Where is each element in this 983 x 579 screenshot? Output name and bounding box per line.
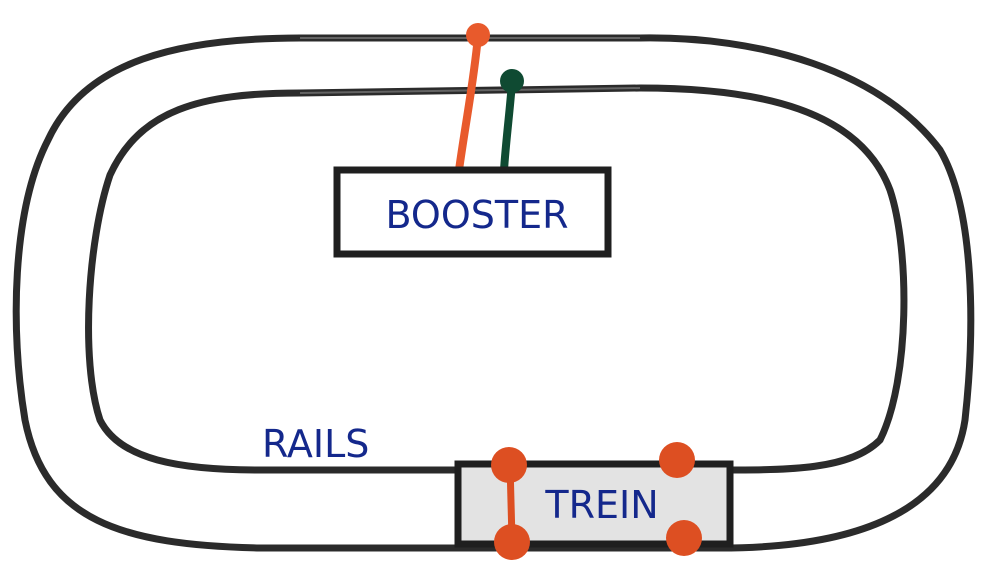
orange-wire bbox=[455, 32, 482, 174]
rails-label: RAILS bbox=[262, 422, 369, 466]
orange-wire-contact bbox=[466, 23, 490, 47]
wheel-icon bbox=[491, 447, 527, 483]
train-label: TREIN bbox=[544, 483, 658, 527]
booster-box bbox=[333, 166, 612, 258]
green-wire bbox=[500, 78, 516, 174]
booster-label: BOOSTER bbox=[386, 193, 569, 237]
wheel-icon bbox=[494, 524, 530, 560]
green-wire-contact bbox=[500, 69, 524, 93]
wheel-icon bbox=[659, 442, 695, 478]
outer-rail bbox=[12, 34, 975, 552]
inner-rail bbox=[85, 84, 908, 474]
wheel-icon bbox=[666, 520, 702, 556]
